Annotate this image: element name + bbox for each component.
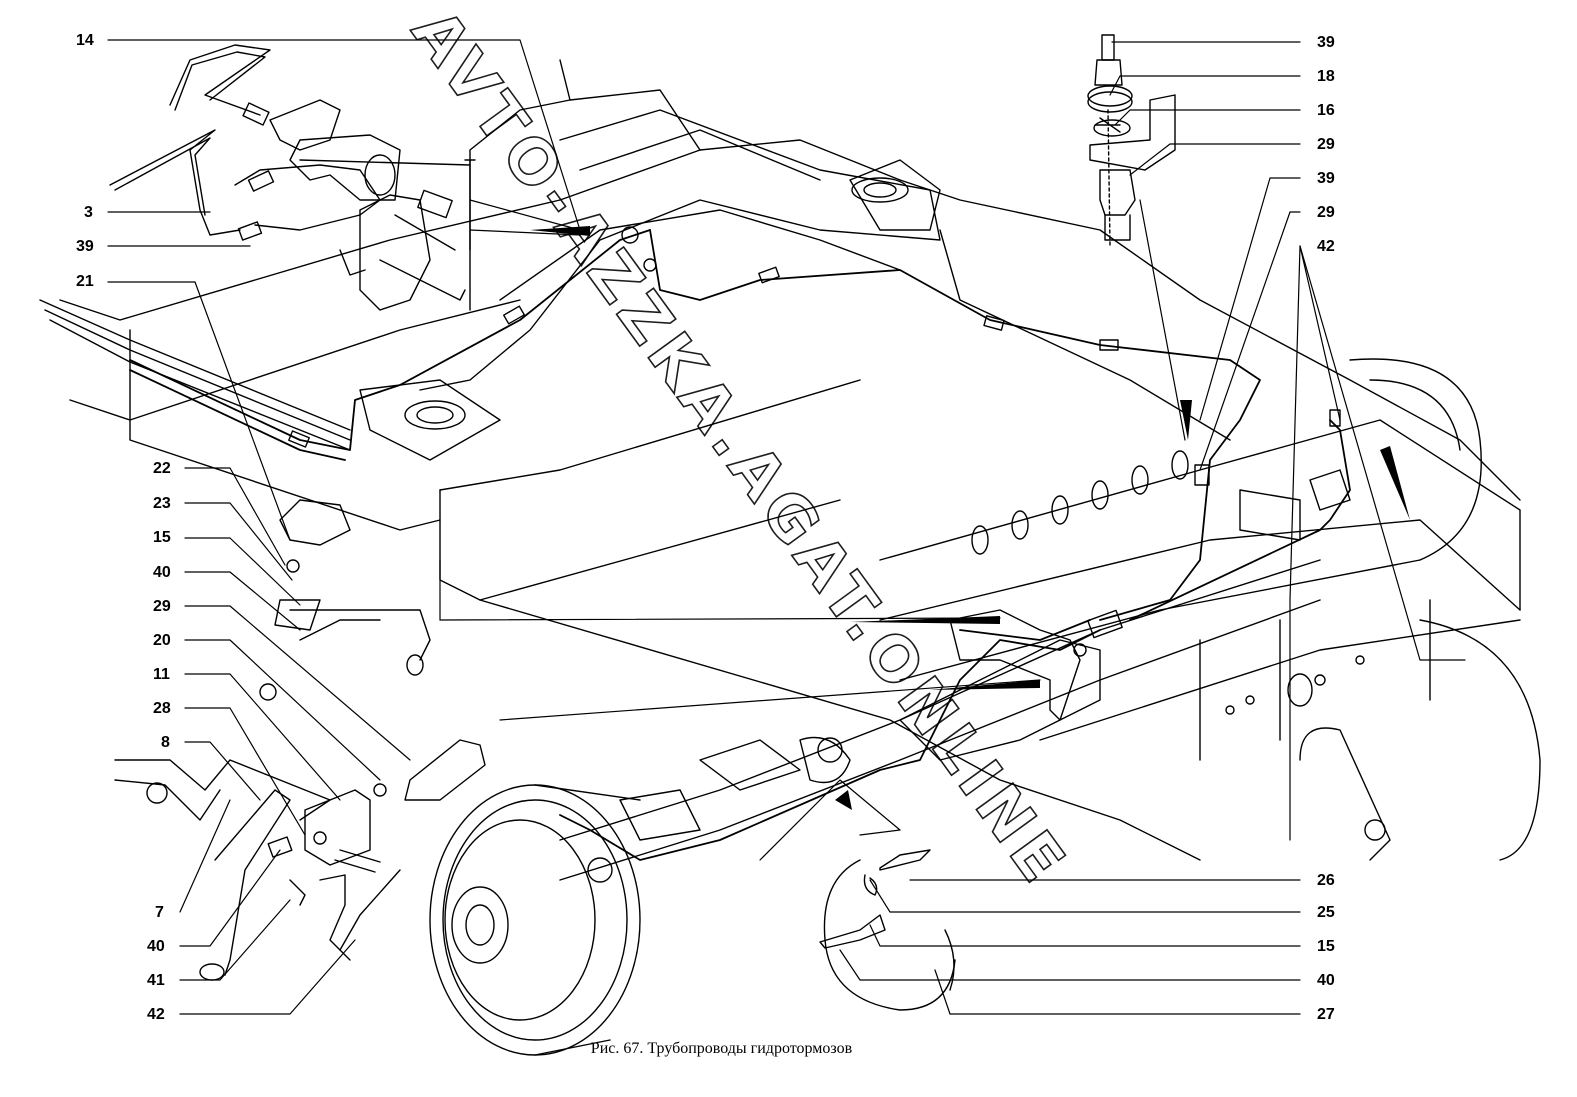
callout-right-6: 42 — [1317, 238, 1335, 255]
callout-left-9: 20 — [153, 632, 171, 649]
callout-left-2: 39 — [76, 238, 94, 255]
callout-left-0: 14 — [76, 32, 94, 49]
callout-right-7: 26 — [1317, 872, 1335, 889]
leader-arrows — [530, 226, 1410, 810]
callout-left-10: 11 — [153, 666, 170, 683]
callout-left-13: 7 — [155, 904, 164, 921]
watermark: AVTO-AZZKA.AGAT.ONLINE — [397, 0, 1083, 901]
brake-pipes — [129, 229, 1351, 861]
callout-right-5: 29 — [1317, 204, 1335, 221]
leader-lines — [107, 39, 1466, 1015]
callout-left-14: 40 — [147, 938, 165, 955]
inset-fitting-stack — [1087, 34, 1176, 246]
brake-drum-left — [429, 784, 641, 1056]
callout-right-4: 39 — [1317, 170, 1335, 187]
frame-left-rail — [59, 59, 1201, 861]
inset-clip — [819, 849, 956, 1011]
callout-left-16: 42 — [147, 1006, 165, 1023]
leaf-spring — [39, 299, 351, 451]
figure-caption-text: Рис. 67. Трубопроводы гидротормозов — [590, 1040, 853, 1057]
callout-right-1: 18 — [1317, 68, 1335, 85]
rail-holes — [971, 450, 1365, 715]
callout-right-11: 27 — [1317, 1006, 1335, 1023]
callout-left-4: 22 — [153, 460, 171, 477]
wheel-right — [1299, 358, 1541, 861]
callout-left-7: 40 — [153, 564, 171, 581]
callout-left-5: 23 — [153, 495, 171, 512]
cross-member — [359, 109, 941, 461]
pressure-regulator — [949, 609, 1123, 721]
callout-right-8: 25 — [1317, 904, 1335, 921]
rear-axle — [559, 489, 1321, 881]
callout-right-3: 29 — [1317, 136, 1335, 153]
callout-left-3: 21 — [76, 273, 94, 290]
frame-right-rail — [879, 179, 1521, 761]
callout-right-10: 40 — [1317, 972, 1335, 989]
callout-right-0: 39 — [1317, 34, 1335, 51]
callout-right-2: 16 — [1317, 102, 1335, 119]
inset-left-clip — [259, 499, 431, 701]
callout-left-15: 41 — [147, 972, 165, 989]
inset-bracket — [114, 739, 486, 981]
callout-left-6: 15 — [153, 529, 171, 546]
callout-left-1: 3 — [84, 204, 93, 221]
callout-right-9: 15 — [1317, 938, 1335, 955]
callout-left-8: 29 — [153, 598, 171, 615]
watermark-text: AVTO-AZZKA.AGAT.ONLINE — [398, 0, 1083, 900]
inset-regulator — [109, 44, 476, 311]
callout-left-11: 28 — [153, 700, 171, 717]
figure-caption: Рис. 67. Трубопроводы гидротормозов — [0, 1040, 1577, 1058]
callout-left-12: 8 — [161, 734, 170, 751]
